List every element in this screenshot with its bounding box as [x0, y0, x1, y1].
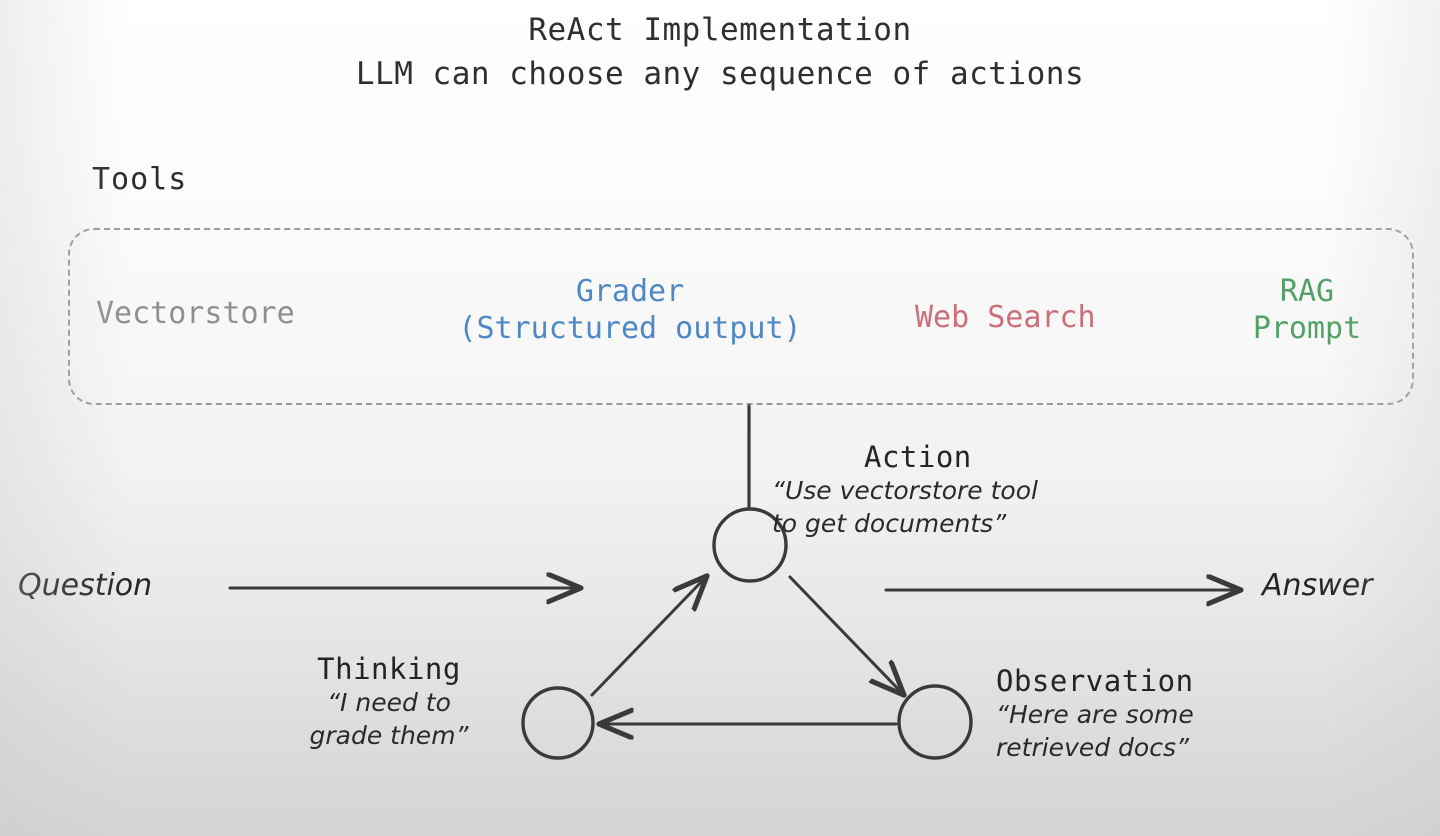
thinking-node-label: Thinking “I need to grade them” — [284, 652, 494, 752]
title-line-1: ReAct Implementation — [528, 12, 912, 48]
tool-vectorstore-label: Vectorstore — [96, 296, 295, 331]
observation-node-label: Observation “Here are some retrieved doc… — [996, 664, 1194, 764]
action-node-circle[interactable] — [712, 507, 788, 583]
action-node-label: Action “Use vectorstore tool to get docu… — [772, 440, 1038, 540]
tool-item-grader[interactable]: Grader (Structured output) — [400, 274, 860, 347]
tool-item-vectorstore[interactable]: Vectorstore — [96, 296, 295, 333]
title-line-2: LLM can choose any sequence of actions — [355, 56, 1085, 92]
observation-node-circle[interactable] — [897, 684, 973, 760]
action-title: Action — [864, 440, 972, 474]
tool-rag-prompt-sublabel: Prompt — [1252, 310, 1362, 346]
page-title: ReAct Implementation LLM can choose any … — [0, 8, 1440, 96]
tool-item-web-search[interactable]: Web Search — [915, 300, 1096, 337]
tools-section-label: Tools — [92, 162, 188, 197]
observation-title: Observation — [996, 664, 1194, 698]
thinking-to-action-arrow — [590, 578, 705, 697]
thinking-quote-line-2: grade them” — [309, 721, 469, 750]
tool-grader-sublabel: (Structured output) — [458, 310, 802, 346]
tool-web-search-label: Web Search — [915, 300, 1096, 335]
action-quote-line-2: to get documents” — [772, 509, 1007, 538]
thinking-quote-line-1: “I need to — [327, 688, 451, 717]
tools-dashed-container — [68, 228, 1414, 405]
thinking-title: Thinking — [317, 652, 461, 686]
action-quote-line-1: “Use vectorstore tool — [772, 476, 1038, 505]
observation-quote-line-1: “Here are some — [996, 700, 1194, 729]
tool-grader-label: Grader — [575, 274, 685, 309]
tool-item-rag-prompt[interactable]: RAG Prompt — [1222, 274, 1392, 347]
observation-quote-line-2: retrieved docs” — [996, 733, 1189, 762]
thinking-node-circle[interactable] — [521, 686, 595, 760]
answer-label: Answer — [1262, 568, 1373, 603]
tool-rag-prompt-label: RAG — [1279, 274, 1335, 309]
question-label: Question — [18, 568, 153, 603]
action-to-observation-arrow — [788, 575, 902, 693]
